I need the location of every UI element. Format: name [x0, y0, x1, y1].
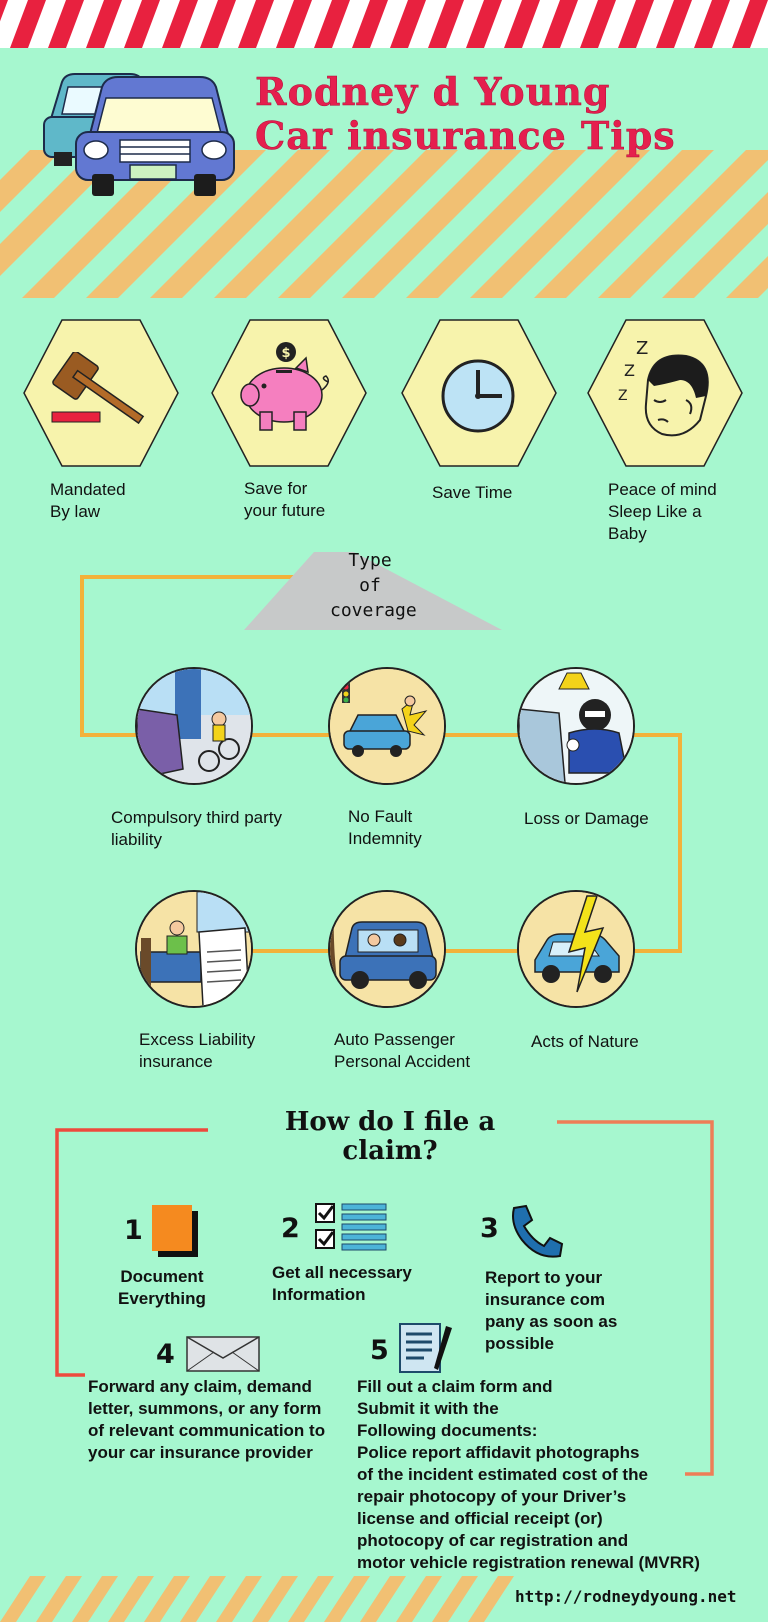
step-number-3: 3 — [480, 1213, 499, 1244]
svg-text:$: $ — [281, 346, 290, 361]
envelope-icon — [186, 1336, 260, 1372]
svg-text:Z: Z — [636, 340, 648, 359]
hospital-bill-icon — [137, 892, 251, 1006]
svg-text:Z: Z — [624, 361, 635, 380]
step-label-3: Report to your insurance com pany as soo… — [485, 1268, 618, 1353]
piggy-bank-icon: $ — [240, 342, 329, 431]
benefit-label-save-future: Save for your future — [244, 479, 326, 520]
car-passengers-icon — [330, 892, 444, 1006]
coverage-label-nature: Acts of Nature — [531, 1032, 639, 1051]
benefit-label-peace-of-mind: Peace of mind Sleep Like a Baby — [608, 480, 717, 543]
step-label-5: Fill out a claim form and Submit it with… — [357, 1377, 700, 1572]
step-label-1: Document Everything — [118, 1267, 206, 1308]
checklist-icon — [315, 1203, 387, 1251]
coverage-icon-loss — [517, 667, 635, 785]
clock-icon — [441, 359, 515, 433]
coverage-icon-third-party — [135, 667, 253, 785]
coverage-icon-no-fault — [328, 667, 446, 785]
coverage-label-excess: Excess Liability insurance — [139, 1030, 256, 1071]
coverage-icon-excess — [135, 890, 253, 1008]
page-title-line-2: Car insurance Tips — [255, 113, 676, 158]
step-number-2: 2 — [281, 1213, 300, 1244]
claim-bracket-lines — [55, 1120, 714, 1476]
coverage-heading: Type of coverage — [330, 550, 417, 621]
header-stripe-band — [0, 150, 768, 298]
footer-url[interactable]: http://rodneydyoung.net — [515, 1587, 737, 1606]
coverage-label-no-fault: No Fault Indemnity — [348, 807, 422, 848]
coverage-label-loss: Loss or Damage — [524, 809, 649, 828]
lightning-car-icon — [519, 892, 633, 1006]
coverage-label-third-party: Compulsory third party liability — [111, 808, 283, 849]
step-number-4: 4 — [156, 1339, 175, 1370]
step-number-5: 5 — [370, 1335, 389, 1366]
coverage-icon-nature — [517, 890, 635, 1008]
footer-stripe-band — [0, 1576, 514, 1622]
step-label-4: Forward any claim, demand letter, summon… — [88, 1377, 326, 1462]
accident-bicycle-icon — [137, 669, 251, 783]
gavel-icon — [51, 352, 145, 425]
benefit-label-mandated: Mandated By law — [50, 480, 126, 521]
car-crash-pedestrian-icon — [330, 669, 444, 783]
cars-illustration — [43, 73, 235, 196]
phone-icon — [512, 1204, 564, 1258]
document-icon — [152, 1205, 198, 1257]
form-pen-icon — [399, 1323, 452, 1373]
coverage-label-passenger: Auto Passenger Personal Accident — [334, 1030, 471, 1071]
car-thief-icon — [519, 669, 633, 783]
coverage-icon-passenger — [328, 890, 446, 1008]
top-stripe-band — [0, 0, 768, 48]
sleeping-face-icon: Z Z Z — [618, 340, 709, 437]
svg-text:Z: Z — [618, 388, 628, 404]
benefit-label-save-time: Save Time — [432, 483, 513, 502]
page-title-line-1: Rodney d Young — [255, 69, 611, 114]
step-label-2: Get all necessary Information — [272, 1263, 412, 1304]
claim-heading: How do I file a claim? — [284, 1107, 496, 1166]
step-number-1: 1 — [124, 1215, 143, 1246]
